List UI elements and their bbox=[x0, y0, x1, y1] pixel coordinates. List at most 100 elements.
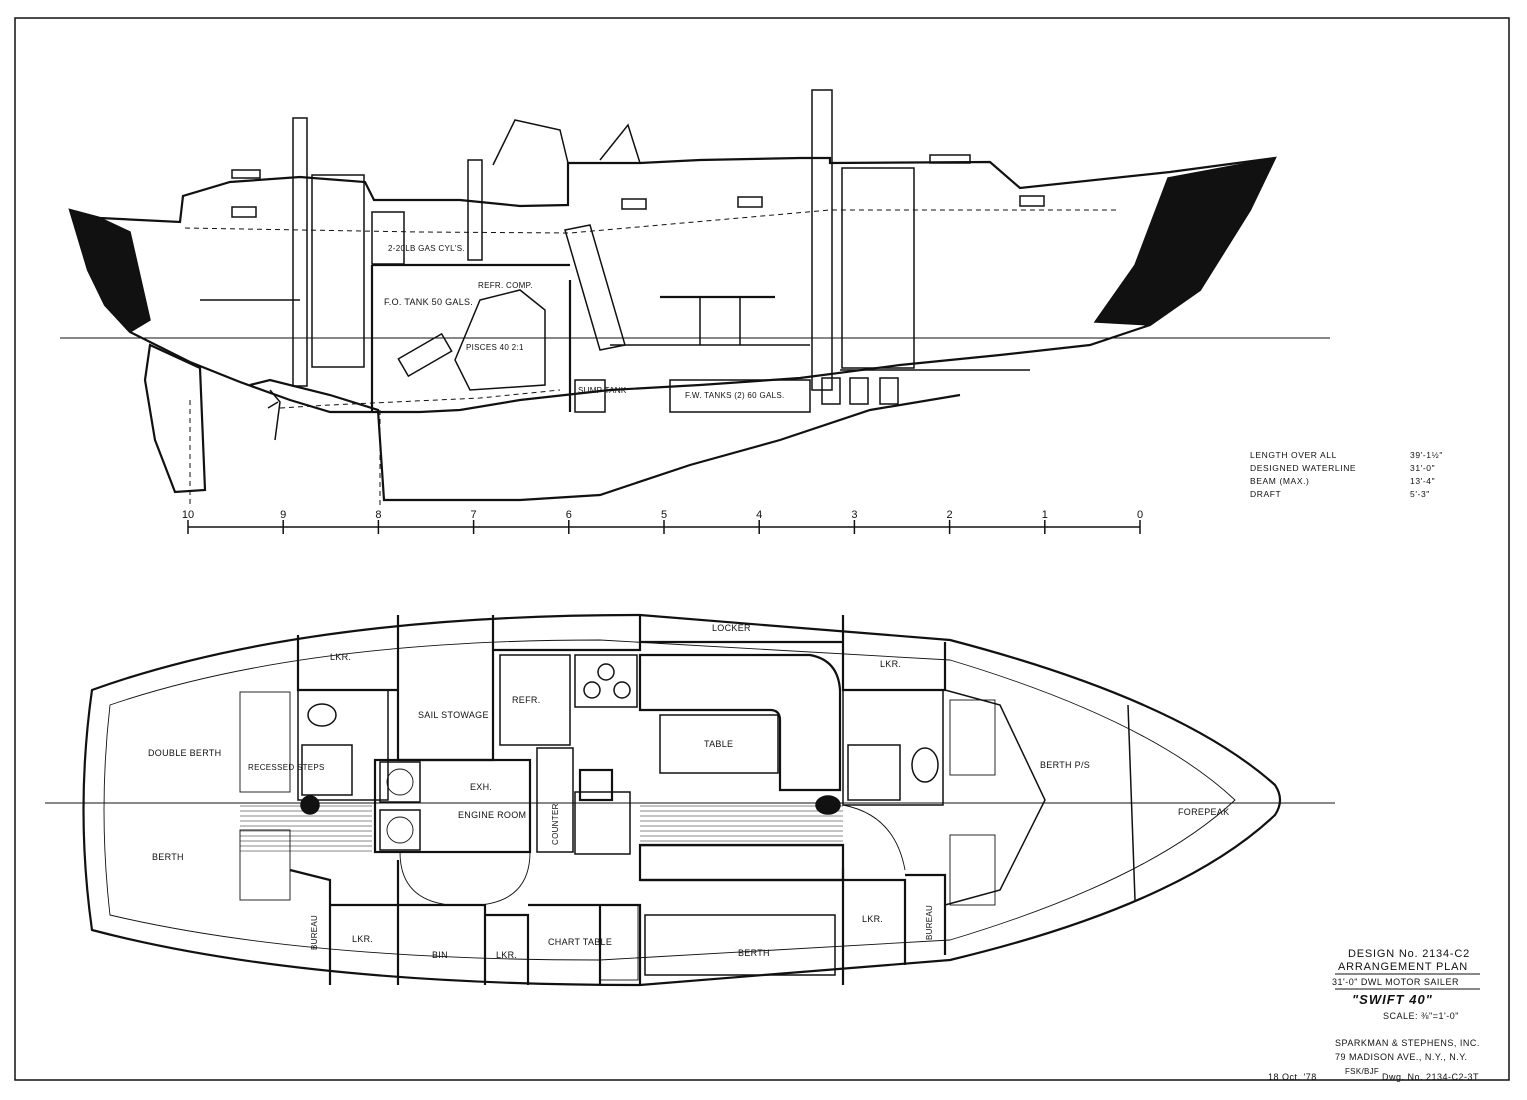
propeller bbox=[267, 389, 281, 441]
engine-block bbox=[454, 289, 546, 391]
double-berth-label: DOUBLE BERTH bbox=[148, 748, 221, 758]
lkr-port-fwd-label: LKR. bbox=[880, 659, 901, 669]
spec-label: DESIGNED WATERLINE bbox=[1250, 463, 1356, 473]
drawing-number: Dwg. No. 2134-C2-3T bbox=[1382, 1072, 1479, 1082]
drawing-scale: SCALE: ⅜"=1'-0" bbox=[1383, 1011, 1459, 1021]
hull-profile-outline bbox=[68, 156, 1277, 414]
holding-tank bbox=[849, 377, 869, 405]
fitting bbox=[386, 768, 414, 796]
shower-grate-fwd bbox=[847, 744, 901, 801]
scale-tick-label: 9 bbox=[280, 509, 286, 521]
engine-label: PISCES 40 2:1 bbox=[466, 343, 524, 352]
fresh-water-tanks-label: F.W. TANKS (2) 60 GALS. bbox=[685, 391, 785, 400]
scale-tick-label: 10 bbox=[182, 509, 194, 521]
drafter-initials: FSK/BJF bbox=[1345, 1067, 1379, 1076]
aft-cabin-locker bbox=[311, 174, 365, 368]
fitting bbox=[386, 816, 414, 844]
scale-tick-label: 5 bbox=[661, 509, 667, 521]
lkr-stbd-fwd-label: LKR. bbox=[862, 914, 883, 924]
porthole bbox=[737, 196, 763, 208]
starboard-settee bbox=[638, 843, 845, 882]
lkr-port-aft-label: LKR. bbox=[330, 652, 351, 662]
aft-head bbox=[297, 689, 389, 801]
scale-tick-label: 4 bbox=[756, 509, 762, 521]
engine-room bbox=[373, 758, 532, 854]
spec-value: 39'-1½" bbox=[1410, 450, 1443, 460]
spec-label: BEAM (MAX.) bbox=[1250, 476, 1310, 486]
fuel-tank-label: F.O. TANK 50 GALS. bbox=[384, 297, 473, 307]
sump-tank-label: SUMP TANK bbox=[578, 386, 627, 395]
companionway-ladder bbox=[564, 224, 626, 351]
scale-tick-label: 8 bbox=[375, 509, 381, 521]
fw-tanks bbox=[669, 379, 811, 413]
gas-cylinders-label: 2-20LB GAS CYL'S. bbox=[388, 244, 465, 253]
sail-stowage-block bbox=[398, 650, 495, 762]
holding-tank bbox=[879, 377, 899, 405]
specifications: LENGTH OVER ALL 39'-1½" DESIGNED WATERLI… bbox=[1250, 450, 1443, 499]
spec-value: 13'-4" bbox=[1410, 476, 1435, 486]
stove-burner bbox=[583, 681, 601, 699]
engine-room-label: ENGINE ROOM bbox=[458, 810, 526, 820]
port-compartments bbox=[296, 615, 947, 760]
deck-inner-line bbox=[103, 639, 1236, 961]
gas-locker bbox=[371, 211, 405, 265]
door-swing bbox=[842, 804, 906, 871]
scale-tick-label: 0 bbox=[1137, 509, 1143, 521]
engine-component bbox=[379, 809, 421, 851]
saloon-table bbox=[659, 714, 779, 774]
title-block: DESIGN No. 2134-C2 ARRANGEMENT PLAN 31'-… bbox=[1268, 948, 1480, 1082]
bow-section-fill bbox=[1093, 156, 1277, 326]
engine-component bbox=[379, 761, 421, 803]
counter-label: COUNTER bbox=[551, 803, 560, 845]
refrigerator bbox=[499, 654, 571, 746]
mast-step-main bbox=[815, 795, 841, 815]
aft-cabin-seat bbox=[239, 691, 291, 793]
firm-address: 79 MADISON AVE., N.Y., N.Y. bbox=[1335, 1052, 1468, 1062]
boat-name: "SWIFT 40" bbox=[1352, 992, 1433, 1007]
berth-stbd-label: BERTH bbox=[738, 948, 770, 958]
design-number: DESIGN No. 2134-C2 bbox=[1348, 948, 1470, 960]
porthole bbox=[1019, 195, 1045, 207]
berth-ps-label: BERTH P/S bbox=[1040, 760, 1090, 770]
bureau-fwd-label: BUREAU bbox=[925, 905, 934, 940]
bin-label: BIN bbox=[432, 950, 448, 960]
bureau-aft-label: BUREAU bbox=[310, 915, 319, 950]
fwd-cabin-seat bbox=[949, 834, 996, 906]
sump-tank bbox=[574, 379, 606, 413]
porthole bbox=[621, 198, 647, 210]
sail-stowage-label: SAIL STOWAGE bbox=[418, 710, 489, 720]
scale-tick-label: 6 bbox=[566, 509, 572, 521]
lkr-stbd-1-label: LKR. bbox=[352, 934, 373, 944]
forward-head bbox=[842, 689, 944, 806]
exhaust-stack bbox=[467, 159, 483, 261]
lkr-stbd-2-label: LKR. bbox=[496, 950, 517, 960]
scale-tick-label: 2 bbox=[947, 509, 953, 521]
scale-tick-label: 7 bbox=[471, 509, 477, 521]
dodger bbox=[492, 119, 641, 166]
porthole bbox=[231, 206, 257, 218]
galley-cushion bbox=[599, 904, 639, 981]
plan-view: LKR. SAIL STOWAGE REFR. LOCKER LKR. DOUB… bbox=[45, 613, 1335, 987]
fwd-cabin-seat bbox=[949, 699, 996, 776]
shower-grate-aft bbox=[301, 744, 353, 796]
starboard-berth bbox=[644, 914, 836, 976]
starboard-compartments bbox=[289, 860, 947, 985]
mizzen-mast bbox=[292, 117, 308, 387]
deck-hatch bbox=[231, 169, 261, 179]
galley-sink bbox=[578, 768, 614, 802]
sheer-line bbox=[184, 209, 1120, 234]
keel-outline bbox=[249, 378, 961, 502]
forepeak-label: FOREPEAK bbox=[1178, 807, 1229, 817]
scale-tick-label: 1 bbox=[1042, 509, 1048, 521]
plan-name: ARRANGEMENT PLAN bbox=[1338, 961, 1468, 973]
galley-settee bbox=[638, 653, 842, 792]
chart-table-label: CHART TABLE bbox=[548, 937, 612, 947]
drawing-date: 18 Oct. '78 bbox=[1268, 1072, 1317, 1082]
stove-burner bbox=[597, 663, 615, 681]
refrigeration-compressor-label: REFR. COMP. bbox=[478, 281, 533, 290]
berth-aft-label: BERTH bbox=[152, 852, 184, 862]
holding-tank bbox=[821, 377, 841, 405]
